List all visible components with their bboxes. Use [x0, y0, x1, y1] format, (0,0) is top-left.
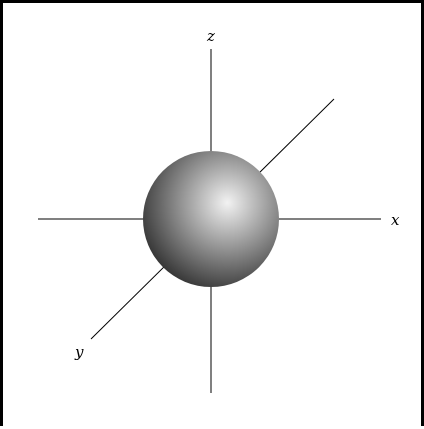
- x-axis-label: x: [391, 211, 400, 229]
- y-axis-label: y: [74, 343, 84, 361]
- sphere: [143, 151, 279, 287]
- z-axis-label: z: [206, 27, 215, 45]
- axes-sphere-diagram: z x y: [38, 27, 400, 393]
